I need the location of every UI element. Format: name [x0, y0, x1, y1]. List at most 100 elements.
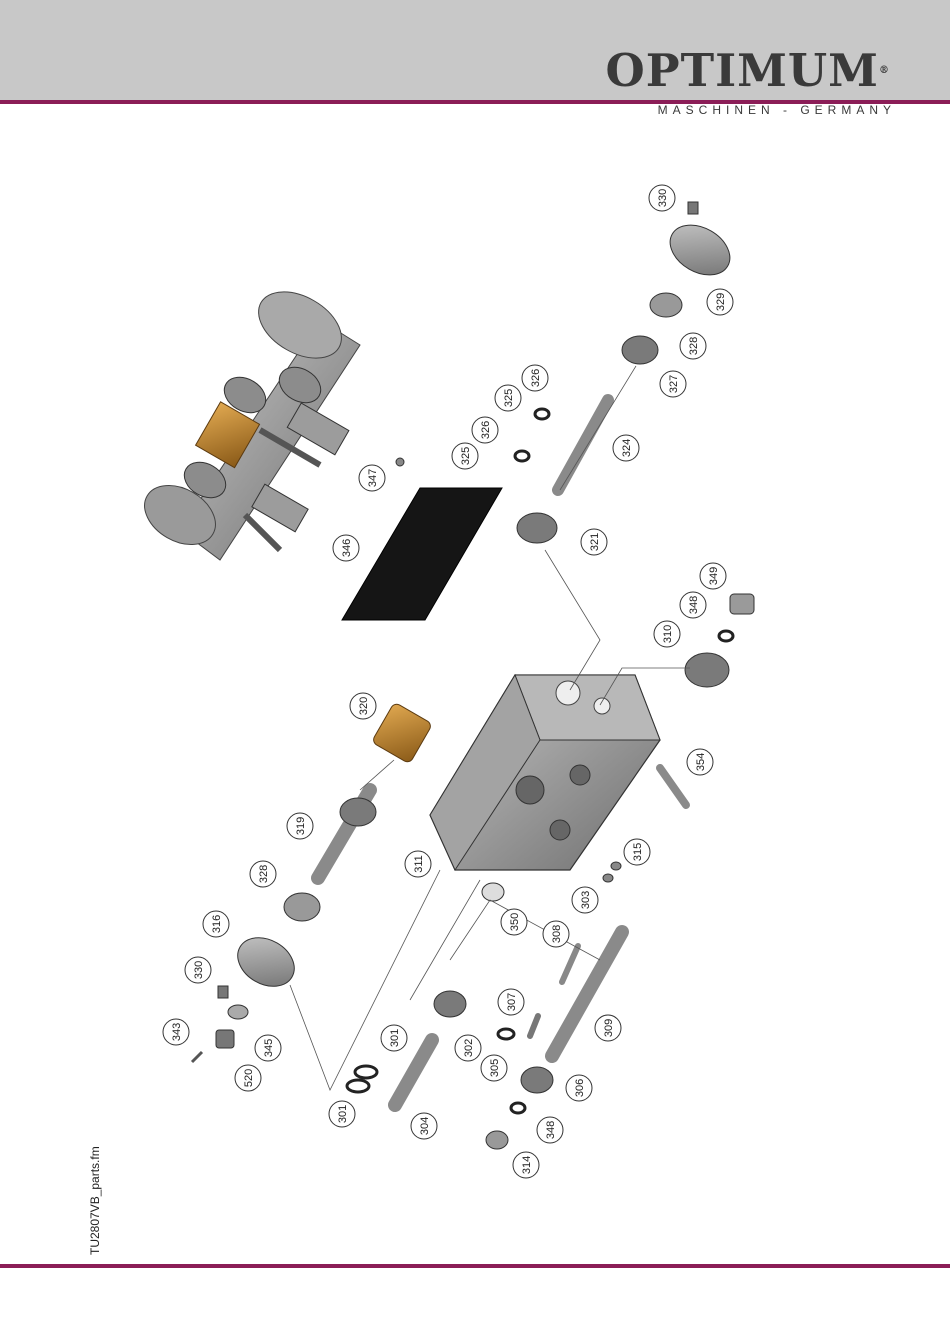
- svg-text:326: 326: [480, 421, 492, 439]
- gear-327: [622, 336, 658, 364]
- callout-325-b: 325: [452, 443, 478, 469]
- svg-text:321: 321: [589, 533, 601, 551]
- callout-345: 345: [255, 1035, 281, 1061]
- assembly-line-7: [410, 880, 480, 1000]
- svg-text:308: 308: [551, 925, 563, 943]
- svg-text:329: 329: [715, 293, 727, 311]
- svg-text:354: 354: [695, 753, 707, 771]
- gear-306: [521, 1067, 553, 1093]
- callout-349: 349: [700, 563, 726, 589]
- assembly-line-4: [360, 760, 394, 790]
- callout-325: 325: [495, 385, 521, 411]
- ring-301-b: [347, 1080, 369, 1092]
- svg-text:330: 330: [657, 189, 669, 207]
- callout-301-b: 301: [329, 1101, 355, 1127]
- svg-text:324: 324: [621, 439, 633, 457]
- svg-text:315: 315: [632, 843, 644, 861]
- washer-348: [719, 631, 733, 641]
- bushing-350: [482, 883, 504, 901]
- callout-354: 354: [687, 749, 713, 775]
- nut-315: [611, 862, 621, 870]
- cap-349: [730, 594, 754, 614]
- callout-346: 346: [333, 535, 359, 561]
- bearing-328-top: [650, 293, 682, 317]
- gear-319: [340, 798, 376, 826]
- svg-text:305: 305: [489, 1059, 501, 1077]
- callout-316: 316: [203, 911, 229, 937]
- svg-text:303: 303: [580, 891, 592, 909]
- washer-326: [535, 409, 549, 419]
- callout-319: 319: [287, 813, 313, 839]
- key-308: [562, 946, 578, 982]
- svg-text:325: 325: [503, 389, 515, 407]
- gear-302: [434, 991, 466, 1017]
- cover-329: [661, 215, 738, 285]
- svg-text:348: 348: [688, 596, 700, 614]
- callout-308: 308: [543, 921, 569, 947]
- pin-354: [660, 768, 686, 805]
- callout-330-b: 330: [185, 957, 211, 983]
- assembled-gear-unit: [134, 278, 360, 560]
- callout-326-b: 326: [472, 417, 498, 443]
- svg-text:350: 350: [509, 913, 521, 931]
- svg-text:302: 302: [463, 1039, 475, 1057]
- callout-307: 307: [498, 989, 524, 1015]
- callout-303: 303: [572, 887, 598, 913]
- svg-text:309: 309: [603, 1019, 615, 1037]
- ring-348: [511, 1103, 525, 1113]
- assembly-line-2: [545, 550, 600, 690]
- callout-520: 520: [235, 1065, 261, 1091]
- callout-350: 350: [501, 909, 527, 935]
- callout-324: 324: [613, 435, 639, 461]
- callout-326: 326: [522, 365, 548, 391]
- svg-text:346: 346: [341, 539, 353, 557]
- ring-301-a: [355, 1066, 377, 1078]
- svg-text:314: 314: [521, 1156, 533, 1174]
- svg-text:304: 304: [419, 1117, 431, 1135]
- screw-347: [396, 458, 404, 466]
- gear-housing: [430, 675, 660, 870]
- svg-text:345: 345: [263, 1039, 275, 1057]
- callout-301: 301: [381, 1025, 407, 1051]
- callout-306: 306: [566, 1075, 592, 1101]
- svg-text:328: 328: [258, 865, 270, 883]
- callout-328-b: 328: [250, 861, 276, 887]
- svg-text:520: 520: [243, 1069, 255, 1087]
- flange-316: [229, 928, 303, 996]
- svg-text:343: 343: [171, 1023, 183, 1041]
- callout-311: 311: [405, 851, 431, 877]
- callout-348-b: 348: [537, 1117, 563, 1143]
- callout-310: 310: [654, 621, 680, 647]
- gear-321: [517, 513, 557, 543]
- callout-348: 348: [680, 592, 706, 618]
- svg-text:307: 307: [506, 993, 518, 1011]
- svg-text:327: 327: [668, 375, 680, 393]
- gasket-plate: [342, 488, 502, 620]
- nut-303: [603, 874, 613, 882]
- callout-321: 321: [581, 529, 607, 555]
- svg-text:347: 347: [367, 469, 379, 487]
- callout-304: 304: [411, 1113, 437, 1139]
- washer-326-b: [515, 451, 529, 461]
- svg-text:301: 301: [337, 1105, 349, 1123]
- svg-text:319: 319: [295, 817, 307, 835]
- bushing-320: [371, 702, 432, 764]
- callout-328: 328: [680, 333, 706, 359]
- svg-text:306: 306: [574, 1079, 586, 1097]
- key-307: [530, 1016, 538, 1036]
- svg-text:310: 310: [662, 625, 674, 643]
- cap-314: [486, 1131, 508, 1149]
- callout-302: 302: [455, 1035, 481, 1061]
- callout-330: 330: [649, 185, 675, 211]
- svg-text:348: 348: [545, 1121, 557, 1139]
- callout-329: 329: [707, 289, 733, 315]
- svg-text:349: 349: [708, 567, 720, 585]
- svg-text:320: 320: [358, 697, 370, 715]
- callout-305: 305: [481, 1055, 507, 1081]
- assembly-line-1: [560, 366, 636, 490]
- washer-345: [228, 1005, 248, 1019]
- callout-309: 309: [595, 1015, 621, 1041]
- svg-text:325: 325: [460, 447, 472, 465]
- screw-343: [192, 1052, 202, 1062]
